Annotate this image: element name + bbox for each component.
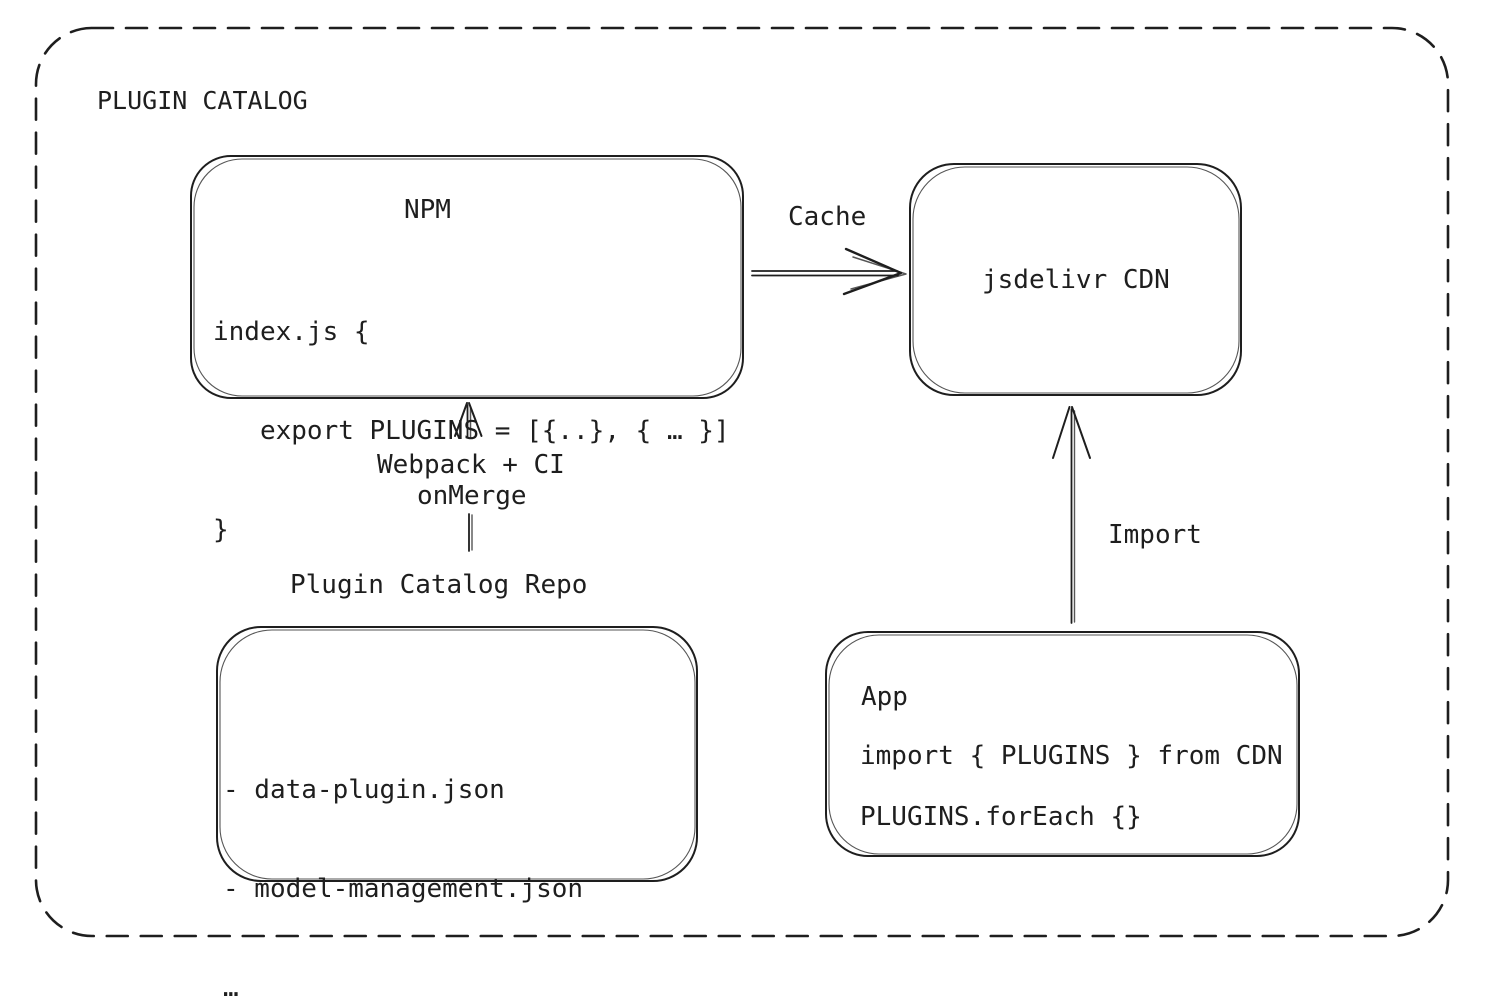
build-connector-line <box>468 513 473 552</box>
app-box-outline <box>825 631 1300 857</box>
cdn-box-outline <box>909 163 1242 396</box>
repo-file-list: - data-plugin.json - model-management.js… <box>223 708 583 1002</box>
npm-code-line: index.js { <box>213 317 370 347</box>
npm-code-block: index.js { export PLUGINS = [{..}, { … }… <box>213 250 730 613</box>
npm-code-line: } <box>213 515 229 545</box>
diagram-title: PLUGIN CATALOG <box>97 86 308 115</box>
build-arrow-label-line1: Webpack + CI <box>377 450 565 480</box>
repo-box-label: Plugin Catalog Repo <box>290 570 588 600</box>
cache-arrow <box>751 247 907 296</box>
npm-code-line: export PLUGINS = [{..}, { … }] <box>213 416 730 446</box>
repo-file-item: … <box>223 973 239 1002</box>
npm-box-title: NPM <box>404 195 451 225</box>
app-code-line: import { PLUGINS } from CDN <box>860 741 1283 771</box>
build-arrow <box>454 402 483 438</box>
repo-box-outline <box>216 626 698 882</box>
cache-arrow-label: Cache <box>788 202 867 232</box>
plugin-catalog-boundary <box>34 26 1450 938</box>
app-box-title: App <box>861 682 908 712</box>
repo-file-item: - model-management.json <box>223 874 584 904</box>
import-arrow <box>1052 406 1091 624</box>
build-arrow-label-line2: onMerge <box>417 481 527 511</box>
import-arrow-label: Import <box>1108 520 1202 550</box>
cdn-box-label: jsdelivr CDN <box>982 265 1170 295</box>
app-code-line: PLUGINS.forEach {} <box>860 802 1142 832</box>
npm-box-outline <box>190 155 744 399</box>
repo-file-item: - data-plugin.json <box>223 775 505 805</box>
